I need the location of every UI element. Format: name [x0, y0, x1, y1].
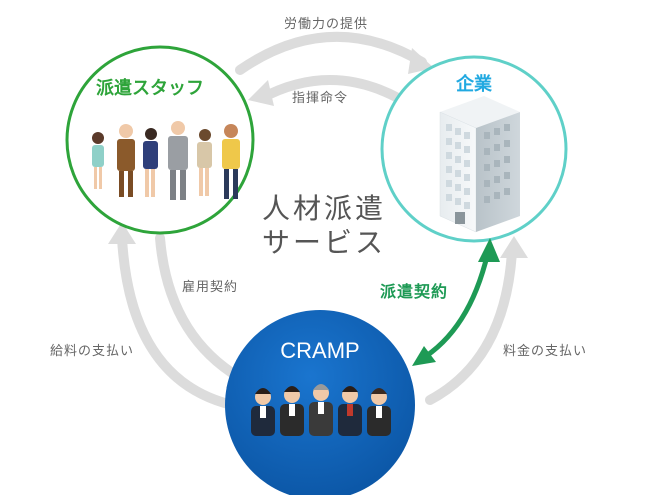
staff-title: 派遣スタッフ: [96, 78, 204, 99]
directive-arrow: [248, 75, 403, 106]
staff-node: [65, 45, 255, 235]
employment-contract-label: 雇用契約: [182, 280, 239, 295]
company-title: 企業: [456, 74, 492, 95]
cramp-title: CRAMP: [280, 338, 360, 363]
fee-payment-label: 料金の支払い: [503, 344, 588, 359]
service-center-line2: サービス: [262, 226, 387, 259]
service-center-line1: 人材派遣: [262, 192, 387, 225]
salary-payment-arrow: [108, 222, 237, 410]
labor-provision-arrow: [235, 31, 434, 75]
fee-payment-arrow: [425, 236, 528, 405]
service-center-text: 人材派遣 サービス: [262, 192, 386, 260]
cramp-node: [225, 310, 415, 495]
staff-people-illustration: [92, 121, 240, 200]
salary-payment-label: 給料の支払い: [50, 344, 135, 359]
office-building-illustration: [439, 96, 520, 233]
company-node: [380, 55, 568, 243]
labor-provision-label: 労働力の提供: [284, 17, 369, 32]
cramp-staff-illustration: [251, 384, 391, 436]
dispatch-contract-label: 派遣契約: [380, 282, 449, 301]
dispatch-contract-arrow: [412, 238, 500, 366]
directive-label: 指揮命令: [292, 91, 349, 106]
